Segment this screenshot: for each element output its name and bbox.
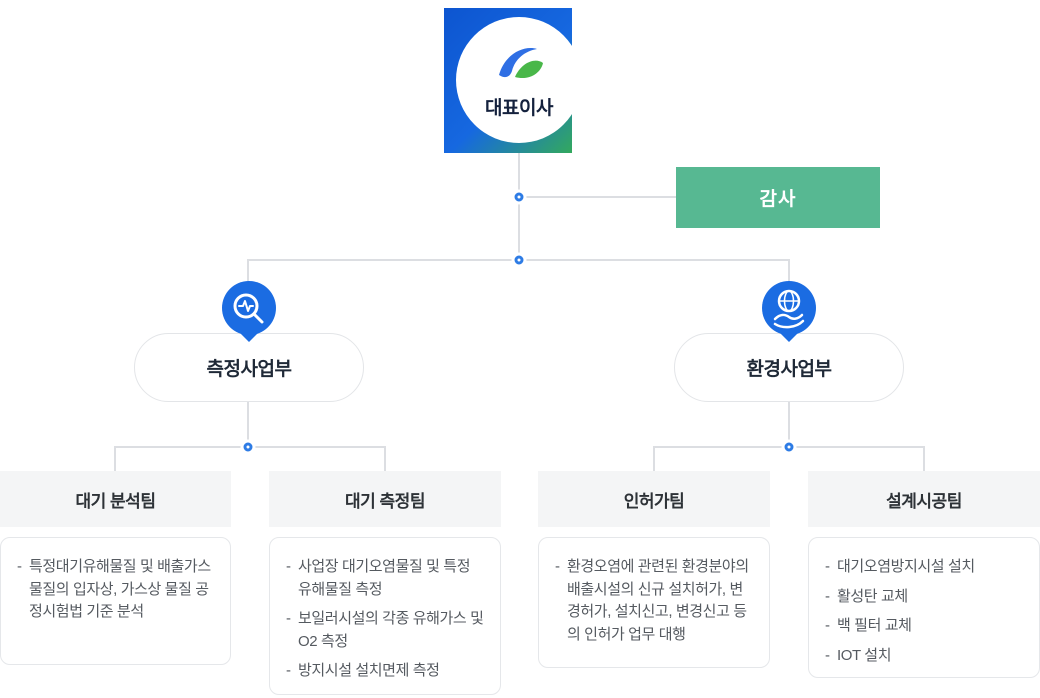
connector-line-below-pill-right	[788, 402, 790, 447]
team-header-air-analysis: 대기 분석팀	[0, 471, 231, 527]
team-detail-air-analysis: 특정대기유해물질 및 배출가스물질의 입자상, 가스상 물질 공정시험법 기준 …	[0, 537, 231, 665]
connector-line-team-1	[384, 446, 386, 471]
connector-line-division-left	[247, 259, 249, 295]
team-detail-item: 사업장 대기오염물질 및 특정 유해물질 측정	[286, 556, 486, 601]
team-detail-item: 보일러시설의 각종 유해가스 및 O2 측정	[286, 608, 486, 653]
team-detail-list: 환경오염에 관련된 환경분야의 배출시설의 신규 설치허가, 변경허가, 설치신…	[555, 556, 755, 646]
team-detail-item: 활성탄 교체	[825, 586, 1025, 609]
division-measurement-label: 측정사업부	[206, 359, 292, 380]
team-detail-air-measurement: 사업장 대기오염물질 및 특정 유해물질 측정 보일러시설의 각종 유해가스 및…	[269, 537, 501, 695]
team-detail-item: 방지시설 설치면제 측정	[286, 660, 486, 683]
hand-globe-icon	[753, 281, 825, 343]
connector-line-to-auditor	[519, 196, 676, 198]
connector-line-division-right	[788, 259, 790, 295]
team-detail-item: 백 필터 교체	[825, 615, 1025, 638]
company-logo-icon	[490, 41, 548, 92]
connector-line-team-0	[114, 446, 116, 471]
connector-line-below-pill-left	[247, 402, 249, 447]
auditor-box: 감사	[676, 167, 880, 228]
connector-line-team-2	[653, 446, 655, 471]
division-measurement: 측정사업부	[134, 333, 364, 402]
team-detail-item: IOT 설치	[825, 645, 1025, 668]
connector-dot	[514, 192, 524, 202]
division-environment-label: 환경사업부	[746, 359, 832, 380]
team-detail-item: 환경오염에 관련된 환경분야의 배출시설의 신규 설치허가, 변경허가, 설치신…	[555, 556, 755, 646]
ceo-node: 대표이사	[456, 17, 582, 143]
team-detail-list: 대기오염방지시설 설치 활성탄 교체 백 필터 교체 IOT 설치	[825, 556, 1025, 667]
team-header-design-construction: 설계시공팀	[808, 471, 1040, 527]
team-detail-list: 사업장 대기오염물질 및 특정 유해물질 측정 보일러시설의 각종 유해가스 및…	[286, 556, 486, 683]
connector-dot	[514, 255, 524, 265]
team-label: 대기 측정팀	[345, 491, 425, 511]
division-environment: 환경사업부	[674, 333, 904, 402]
team-detail-design-construction: 대기오염방지시설 설치 활성탄 교체 백 필터 교체 IOT 설치	[808, 537, 1040, 678]
connector-dot	[243, 442, 253, 452]
team-header-licensing: 인허가팀	[538, 471, 770, 527]
connector-line-team-3	[923, 446, 925, 471]
team-label: 대기 분석팀	[75, 491, 156, 511]
ceo-label: 대표이사	[485, 97, 553, 119]
connector-line-ceo-down	[518, 152, 520, 260]
team-detail-licensing: 환경오염에 관련된 환경분야의 배출시설의 신규 설치허가, 변경허가, 설치신…	[538, 537, 770, 668]
team-label: 설계시공팀	[886, 491, 962, 511]
connector-dot	[784, 442, 794, 452]
team-detail-item: 특정대기유해물질 및 배출가스물질의 입자상, 가스상 물질 공정시험법 기준 …	[17, 556, 216, 624]
team-header-air-measurement: 대기 측정팀	[269, 471, 501, 527]
auditor-label: 감사	[759, 189, 797, 210]
team-detail-list: 특정대기유해물질 및 배출가스물질의 입자상, 가스상 물질 공정시험법 기준 …	[17, 556, 216, 624]
team-detail-item: 대기오염방지시설 설치	[825, 556, 1025, 579]
magnifier-waveform-icon	[213, 281, 285, 343]
team-label: 인허가팀	[623, 491, 685, 511]
